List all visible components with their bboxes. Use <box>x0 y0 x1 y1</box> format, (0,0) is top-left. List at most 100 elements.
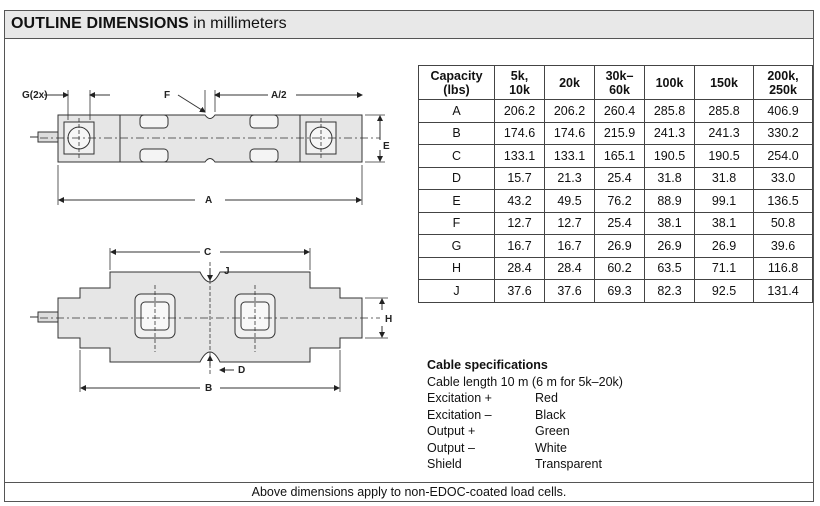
label-f: F <box>164 90 170 101</box>
row-label: H <box>418 256 495 280</box>
table-cell: 174.6 <box>494 121 545 145</box>
col-100k-header: 100k <box>644 65 695 100</box>
col-200k-250k-header: 200k,250k <box>753 65 813 100</box>
wire-row: Excitation – Black <box>427 407 623 424</box>
table-cell: 99.1 <box>694 189 754 213</box>
table-cell: 165.1 <box>594 144 645 168</box>
row-label: A <box>418 99 495 123</box>
table-cell: 76.2 <box>594 189 645 213</box>
label-h: H <box>385 314 392 325</box>
table-cell: 49.5 <box>544 189 595 213</box>
table-cell: 28.4 <box>544 256 595 280</box>
table-cell: 12.7 <box>544 211 595 235</box>
table-cell: 37.6 <box>544 279 595 303</box>
table-cell: 21.3 <box>544 166 595 190</box>
side-view-drawing <box>30 248 388 392</box>
table-cell: 15.7 <box>494 166 545 190</box>
table-cell: 206.2 <box>494 99 545 123</box>
table-cell: 406.9 <box>753 99 813 123</box>
wire-row: Output –White <box>427 440 623 457</box>
table-cell: 190.5 <box>694 144 754 168</box>
label-j: J <box>224 266 230 277</box>
wire-signal: Excitation + <box>427 391 492 405</box>
label-a: A <box>205 195 212 206</box>
table-cell: 174.6 <box>544 121 595 145</box>
row-label: C <box>418 144 495 168</box>
table-cell: 71.1 <box>694 256 754 280</box>
wire-signal: Excitation – <box>427 407 492 422</box>
table-cell: 43.2 <box>494 189 545 213</box>
table-cell: 25.4 <box>594 166 645 190</box>
table-cell: 133.1 <box>494 144 545 168</box>
cable-spec-title: Cable specifications <box>427 358 548 372</box>
wire-signal: Output + <box>427 424 476 438</box>
table-cell: 92.5 <box>694 279 754 303</box>
cable-length: Cable length 10 m (6 m for 5k–20k) <box>427 374 623 389</box>
table-cell: 260.4 <box>594 99 645 123</box>
table-cell: 26.9 <box>694 234 754 258</box>
wire-row: Output + Green <box>427 423 623 440</box>
col-capacity-header: Capacity(lbs) <box>418 65 495 100</box>
table-cell: 28.4 <box>494 256 545 280</box>
col-20k-header: 20k <box>544 65 595 100</box>
label-c: C <box>204 247 211 258</box>
dimensions-table: Capacity(lbs) 5k,10k 20k 30k–60k 100k 15… <box>418 65 813 303</box>
table-cell: 60.2 <box>594 256 645 280</box>
table-cell: 88.9 <box>644 189 695 213</box>
table-cell: 215.9 <box>594 121 645 145</box>
table-cell: 69.3 <box>594 279 645 303</box>
table-cell: 241.3 <box>694 121 754 145</box>
row-label: J <box>418 279 495 303</box>
table-cell: 241.3 <box>644 121 695 145</box>
table-cell: 136.5 <box>753 189 813 213</box>
table-cell: 116.8 <box>753 256 813 280</box>
section-title-bold: OUTLINE DIMENSIONS <box>11 15 189 32</box>
table-cell: 33.0 <box>753 166 813 190</box>
outline-drawings: G(2x) F A/2 E A C <box>22 90 392 394</box>
table-cell: 25.4 <box>594 211 645 235</box>
table-cell: 254.0 <box>753 144 813 168</box>
row-label: F <box>418 211 495 235</box>
table-cell: 31.8 <box>644 166 695 190</box>
label-g2x: G(2x) <box>22 90 48 101</box>
table-header-row: Capacity(lbs) 5k,10k 20k 30k–60k 100k 15… <box>418 65 813 100</box>
table-cell: 38.1 <box>694 211 754 235</box>
col-5k-10k-header: 5k,10k <box>494 65 545 100</box>
top-view-drawing <box>30 90 385 205</box>
table-cell: 37.6 <box>494 279 545 303</box>
row-label: G <box>418 234 495 258</box>
label-a-half: A/2 <box>271 90 287 101</box>
section-title-units: in millimeters <box>188 15 287 32</box>
table-cell: 190.5 <box>644 144 695 168</box>
wire-color: Black <box>535 407 566 422</box>
section-header: OUTLINE DIMENSIONS in millimeters <box>5 11 813 39</box>
label-e: E <box>383 141 390 152</box>
table-cell: 26.9 <box>594 234 645 258</box>
table-cell: 12.7 <box>494 211 545 235</box>
wire-color: Green <box>535 424 570 438</box>
table-cell: 16.7 <box>544 234 595 258</box>
table-cell: 39.6 <box>753 234 813 258</box>
wire-color: Transparent <box>535 457 602 471</box>
cable-specifications: Cable specifications Cable length 10 m (… <box>427 357 623 473</box>
col-150k-header: 150k <box>694 65 754 100</box>
wire-signal: Output – <box>427 440 475 455</box>
table-cell: 26.9 <box>644 234 695 258</box>
table-cell: 330.2 <box>753 121 813 145</box>
col-30k-60k-header: 30k–60k <box>594 65 645 100</box>
footer-note: Above dimensions apply to non-EDOC-coate… <box>5 482 813 502</box>
wire-row: Excitation +Red <box>427 390 623 407</box>
table-cell: 82.3 <box>644 279 695 303</box>
table-cell: 206.2 <box>544 99 595 123</box>
table-cell: 285.8 <box>694 99 754 123</box>
row-label: D <box>418 166 495 190</box>
table-cell: 285.8 <box>644 99 695 123</box>
table-cell: 16.7 <box>494 234 545 258</box>
